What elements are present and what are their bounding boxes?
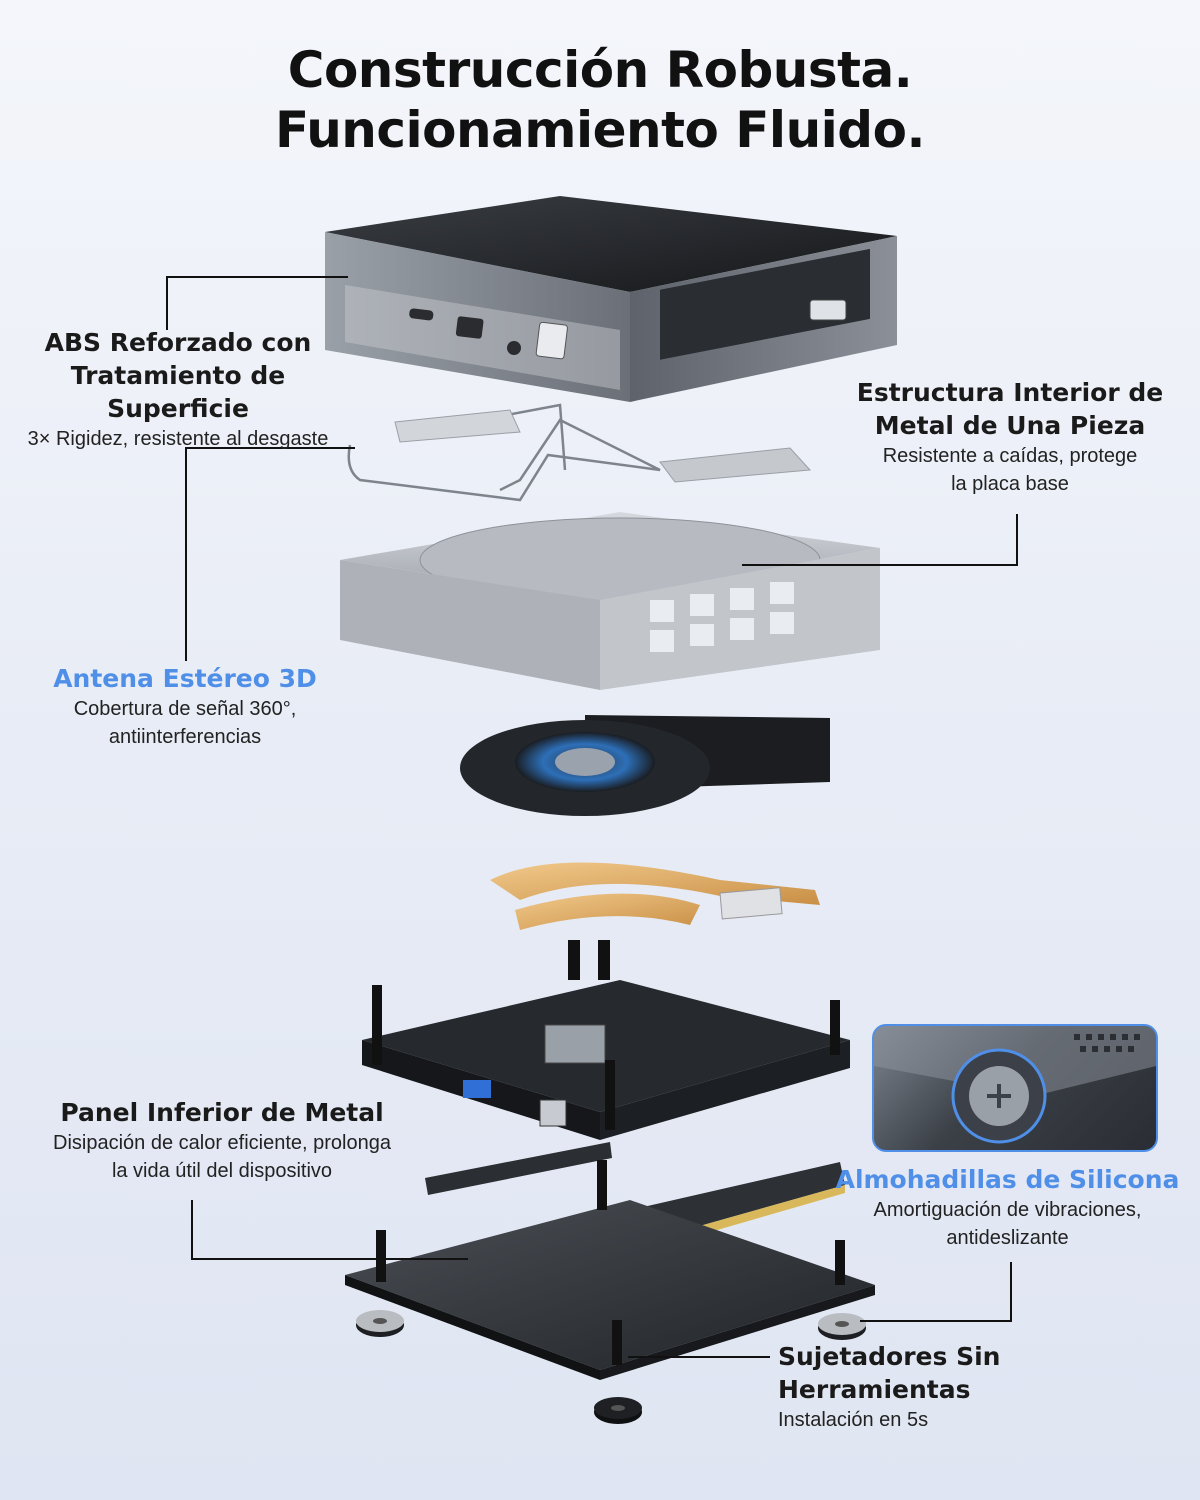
leader-panel [191,1200,468,1260]
cooling-fan-icon [460,715,830,816]
silicone-sub-1: Amortiguación de vibraciones, [873,1199,1142,1221]
abs-heading-1: ABS Reforzado con [44,328,312,357]
panel-sub-1: Disipación de calor eficiente, prolonga [53,1132,391,1154]
leader-silicone [860,1262,1012,1322]
title-line-1: Construcción Robusta. [287,41,913,99]
callout-panel: Panel Inferior de Metal Disipación de ca… [0,1096,444,1185]
callout-fasteners: Sujetadores Sin Herramientas Instalación… [778,1340,1018,1434]
antenna-sub-1: Cobertura de señal 360°, [73,698,297,720]
ssd-icon [425,1142,612,1195]
antenna-sub-2: antiinterferencias [108,726,262,748]
structure-heading-1: Estructura Interior de [856,378,1164,407]
callout-silicone: Almohadillas de Silicona Amortiguación d… [835,1163,1180,1252]
fasteners-heading-2: Herramientas [778,1375,971,1404]
leader-antenna [185,447,355,661]
page-title: Construcción Robusta. Funcionamiento Flu… [0,40,1200,160]
fasteners-heading-1: Sujetadores Sin [778,1342,1001,1371]
structure-sub-2: la placa base [951,473,1069,495]
silicone-sub-2: antideslizante [946,1227,1069,1249]
leader-abs [166,276,348,330]
abs-heading-2: Tratamiento de Superficie [70,361,286,423]
silicone-heading: Almohadillas de Silicona [835,1165,1180,1194]
panel-sub-2: la vida útil del dispositivo [111,1160,333,1182]
leader-fasteners [628,1356,770,1358]
abs-sub: 3× Rigidez, resistente al desgaste [27,428,329,450]
antenna-heading: Antena Estéreo 3D [53,664,317,693]
callout-antenna: Antena Estéreo 3D Cobertura de señal 360… [20,662,350,751]
heat-pipe-icon [490,862,820,980]
structure-sub-1: Resistente a caídas, protege [882,445,1138,467]
callout-abs: ABS Reforzado con Tratamiento de Superfi… [0,326,356,453]
mini-pc-case-icon [325,196,897,402]
screw-icon [874,1026,1156,1144]
motherboard-icon [362,980,850,1140]
callout-structure: Estructura Interior de Metal de Una Piez… [830,376,1190,498]
panel-heading: Panel Inferior de Metal [60,1098,384,1127]
silicone-pad-icon [356,1310,866,1424]
title-line-2: Funcionamiento Fluido. [275,101,925,159]
silicone-pad-closeup [872,1024,1158,1152]
leader-structure [742,514,1018,566]
fasteners-sub: Instalación en 5s [778,1409,929,1431]
metal-frame-icon [340,512,880,690]
structure-heading-2: Metal de Una Pieza [874,411,1146,440]
